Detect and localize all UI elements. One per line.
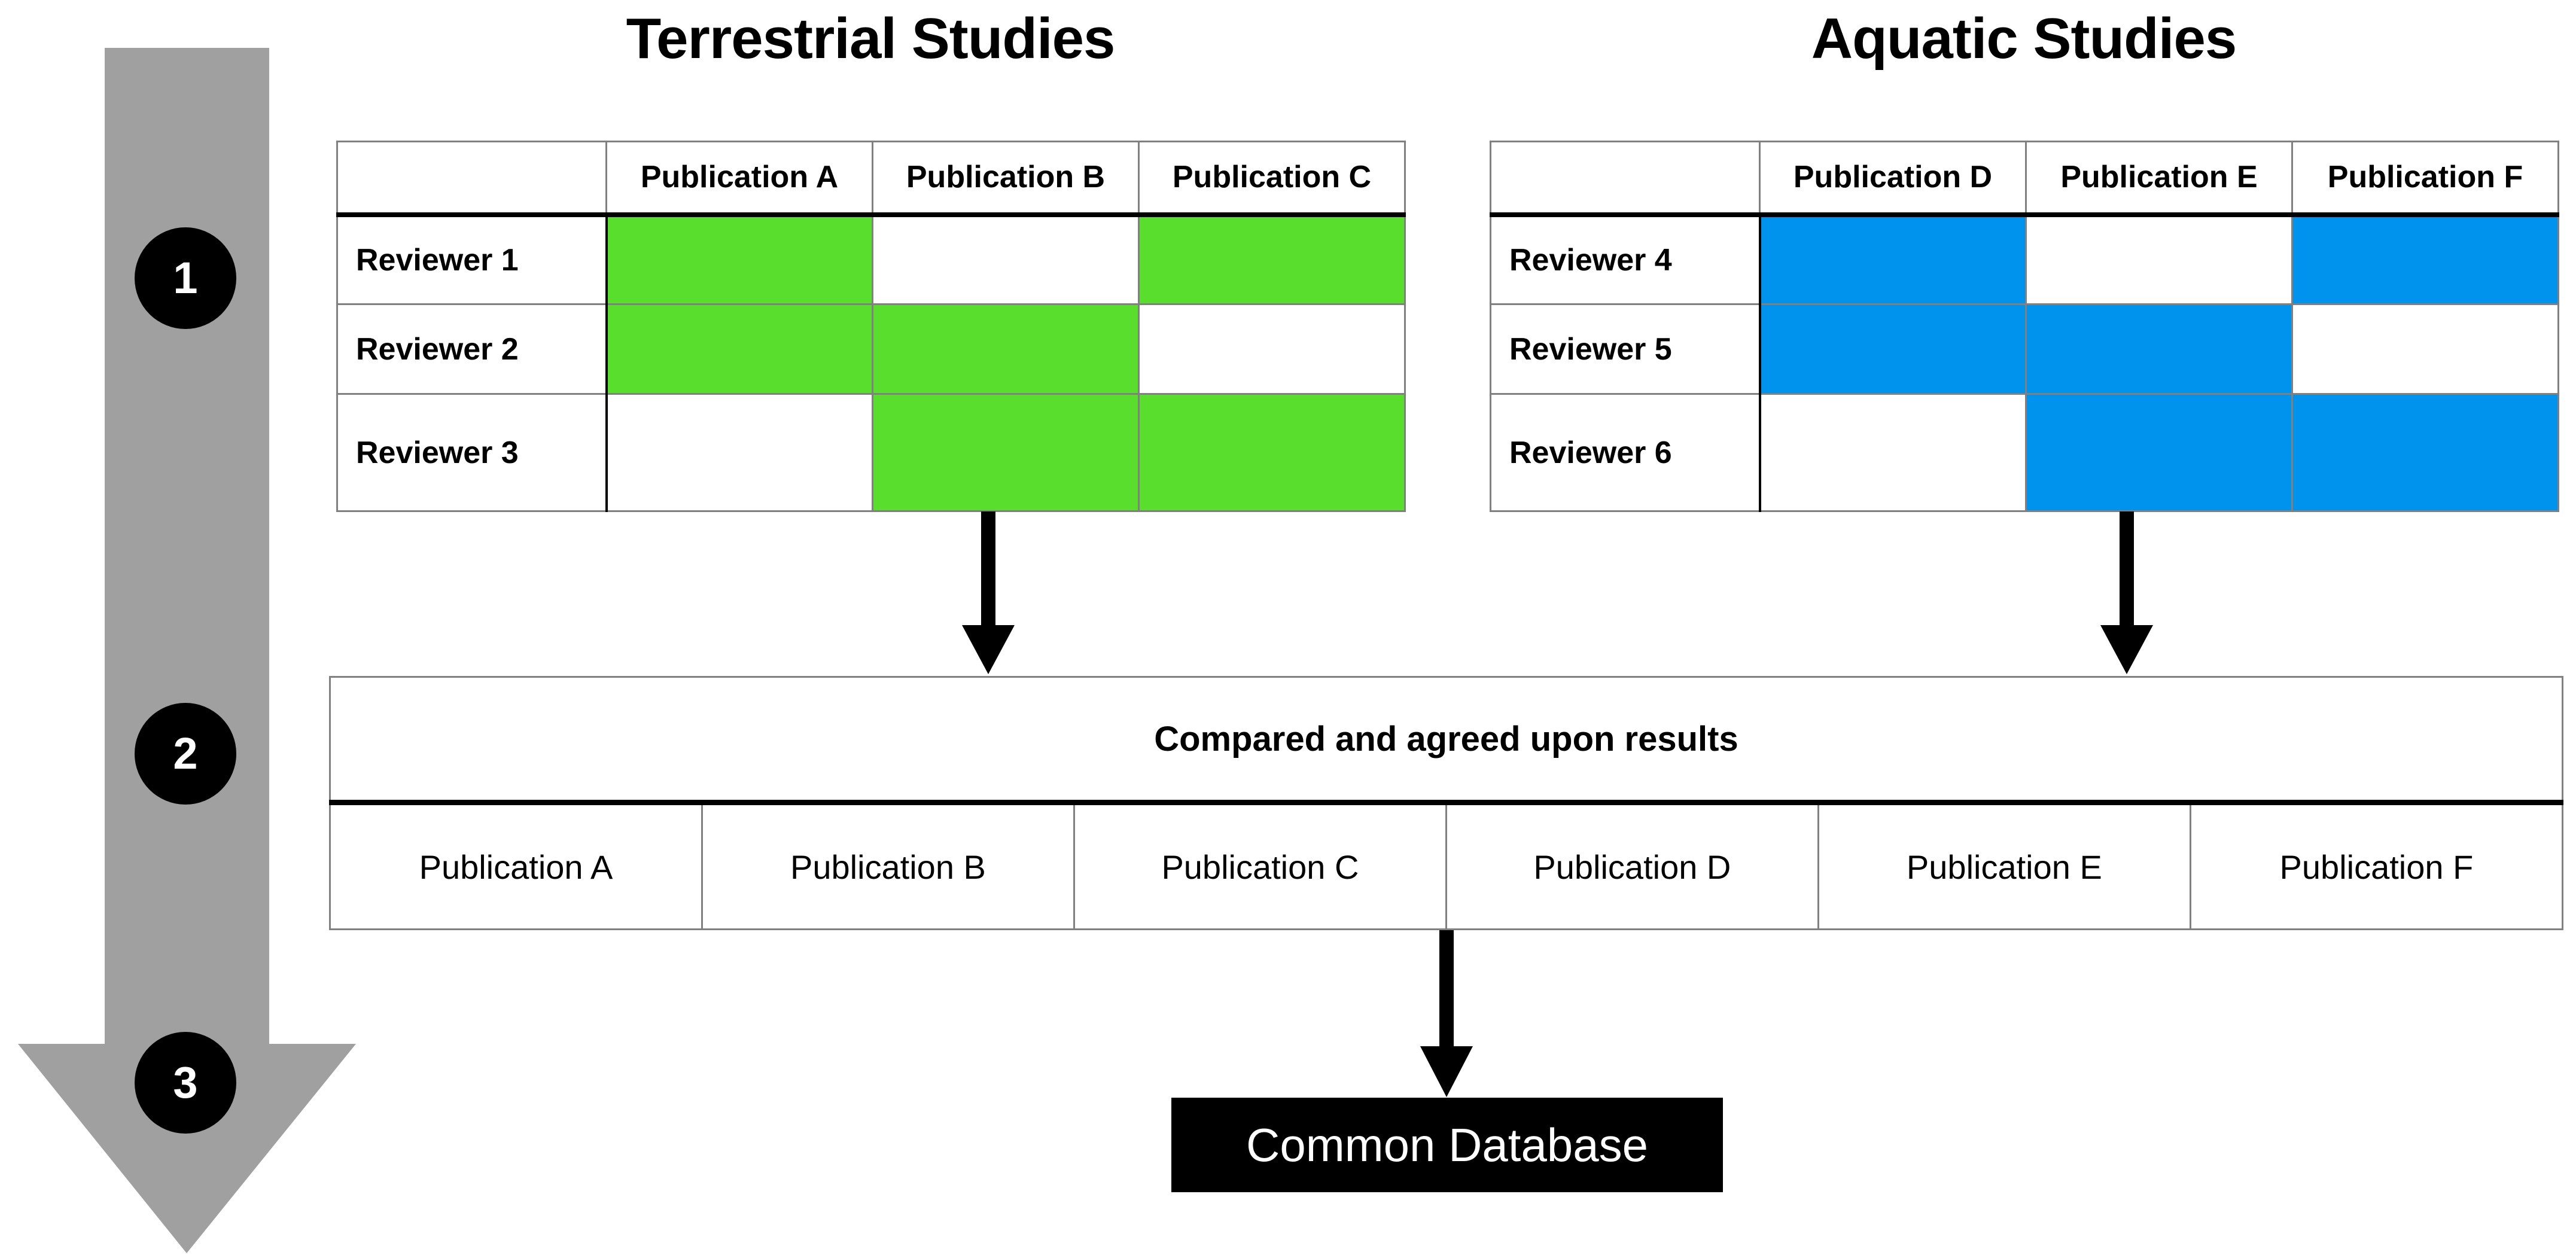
consensus-cell-publication-f: Publication F (2189, 802, 2564, 930)
step-number-3-label: 3 (173, 1058, 198, 1107)
matrix-corner-cell (1490, 141, 1761, 217)
step-number-1-label: 1 (173, 253, 198, 303)
row-header-reviewer-6: Reviewer 6 (1490, 393, 1761, 512)
cell-reviewer-2-publication-a (605, 303, 873, 395)
cell-reviewer-3-publication-c (1138, 393, 1406, 512)
table-row: Reviewer 1 (336, 214, 1406, 305)
table-row: Reviewer 2 (336, 303, 1406, 395)
consensus-results-table: Compared and agreed upon results Publica… (329, 676, 2564, 930)
consensus-cell-publication-e: Publication E (1817, 802, 2191, 930)
column-header-publication-a: Publication A (605, 141, 873, 217)
cell-reviewer-3-publication-b (872, 393, 1140, 512)
column-header-publication-b: Publication B (872, 141, 1140, 217)
cell-reviewer-6-publication-d (1759, 393, 2027, 512)
common-database-label: Common Database (1246, 1118, 1648, 1171)
step-number-2: 2 (135, 703, 236, 805)
arrow-consensus-to-database (1420, 930, 1473, 1097)
table-row: Reviewer 3 (336, 393, 1406, 512)
row-header-reviewer-4: Reviewer 4 (1490, 214, 1761, 305)
consensus-header-row: Compared and agreed upon results (329, 676, 2563, 805)
terrestrial-reviewer-matrix: Publication A Publication B Publication … (336, 141, 1406, 512)
arrow-aquatic-to-consensus (2100, 511, 2153, 674)
cell-reviewer-5-publication-e (2025, 303, 2293, 395)
terrestrial-studies-title: Terrestrial Studies (626, 7, 1116, 71)
table-row: Reviewer 5 (1490, 303, 2559, 395)
column-header-publication-e: Publication E (2025, 141, 2293, 217)
aquatic-studies-title: Aquatic Studies (1811, 7, 2237, 71)
consensus-cell-publication-d: Publication D (1445, 802, 1819, 930)
consensus-cell-publication-b: Publication B (701, 802, 1075, 930)
cell-reviewer-6-publication-f (2291, 393, 2559, 512)
consensus-cell-publication-a: Publication A (329, 802, 703, 930)
step-number-3: 3 (135, 1032, 236, 1134)
arrow-terrestrial-to-consensus (962, 511, 1015, 674)
process-flow-arrow (18, 48, 356, 1253)
cell-reviewer-1-publication-a (605, 214, 873, 305)
table-row: Reviewer 6 (1490, 393, 2559, 512)
consensus-cell-publication-c: Publication C (1073, 802, 1447, 930)
cell-reviewer-4-publication-f (2291, 214, 2559, 305)
row-header-reviewer-3: Reviewer 3 (336, 393, 608, 512)
consensus-header-label: Compared and agreed upon results (329, 676, 2563, 805)
cell-reviewer-1-publication-b (872, 214, 1140, 305)
column-header-publication-f: Publication F (2291, 141, 2559, 217)
step-number-1: 1 (135, 227, 236, 329)
cell-reviewer-5-publication-f (2291, 303, 2559, 395)
row-header-reviewer-5: Reviewer 5 (1490, 303, 1761, 395)
table-header-row: Publication D Publication E Publication … (1490, 141, 2559, 217)
row-header-reviewer-1: Reviewer 1 (336, 214, 608, 305)
cell-reviewer-6-publication-e (2025, 393, 2293, 512)
cell-reviewer-1-publication-c (1138, 214, 1406, 305)
cell-reviewer-3-publication-a (605, 393, 873, 512)
cell-reviewer-4-publication-e (2025, 214, 2293, 305)
cell-reviewer-2-publication-b (872, 303, 1140, 395)
column-header-publication-c: Publication C (1138, 141, 1406, 217)
common-database-box: Common Database (1171, 1098, 1723, 1192)
row-header-reviewer-2: Reviewer 2 (336, 303, 608, 395)
aquatic-reviewer-matrix: Publication D Publication E Publication … (1490, 141, 2559, 512)
column-header-publication-d: Publication D (1759, 141, 2027, 217)
cell-reviewer-4-publication-d (1759, 214, 2027, 305)
table-header-row: Publication A Publication B Publication … (336, 141, 1406, 217)
cell-reviewer-2-publication-c (1138, 303, 1406, 395)
table-row: Reviewer 4 (1490, 214, 2559, 305)
step-number-2-label: 2 (173, 729, 198, 778)
consensus-publication-row: Publication A Publication B Publication … (329, 802, 2564, 930)
cell-reviewer-5-publication-d (1759, 303, 2027, 395)
matrix-corner-cell (336, 141, 607, 217)
